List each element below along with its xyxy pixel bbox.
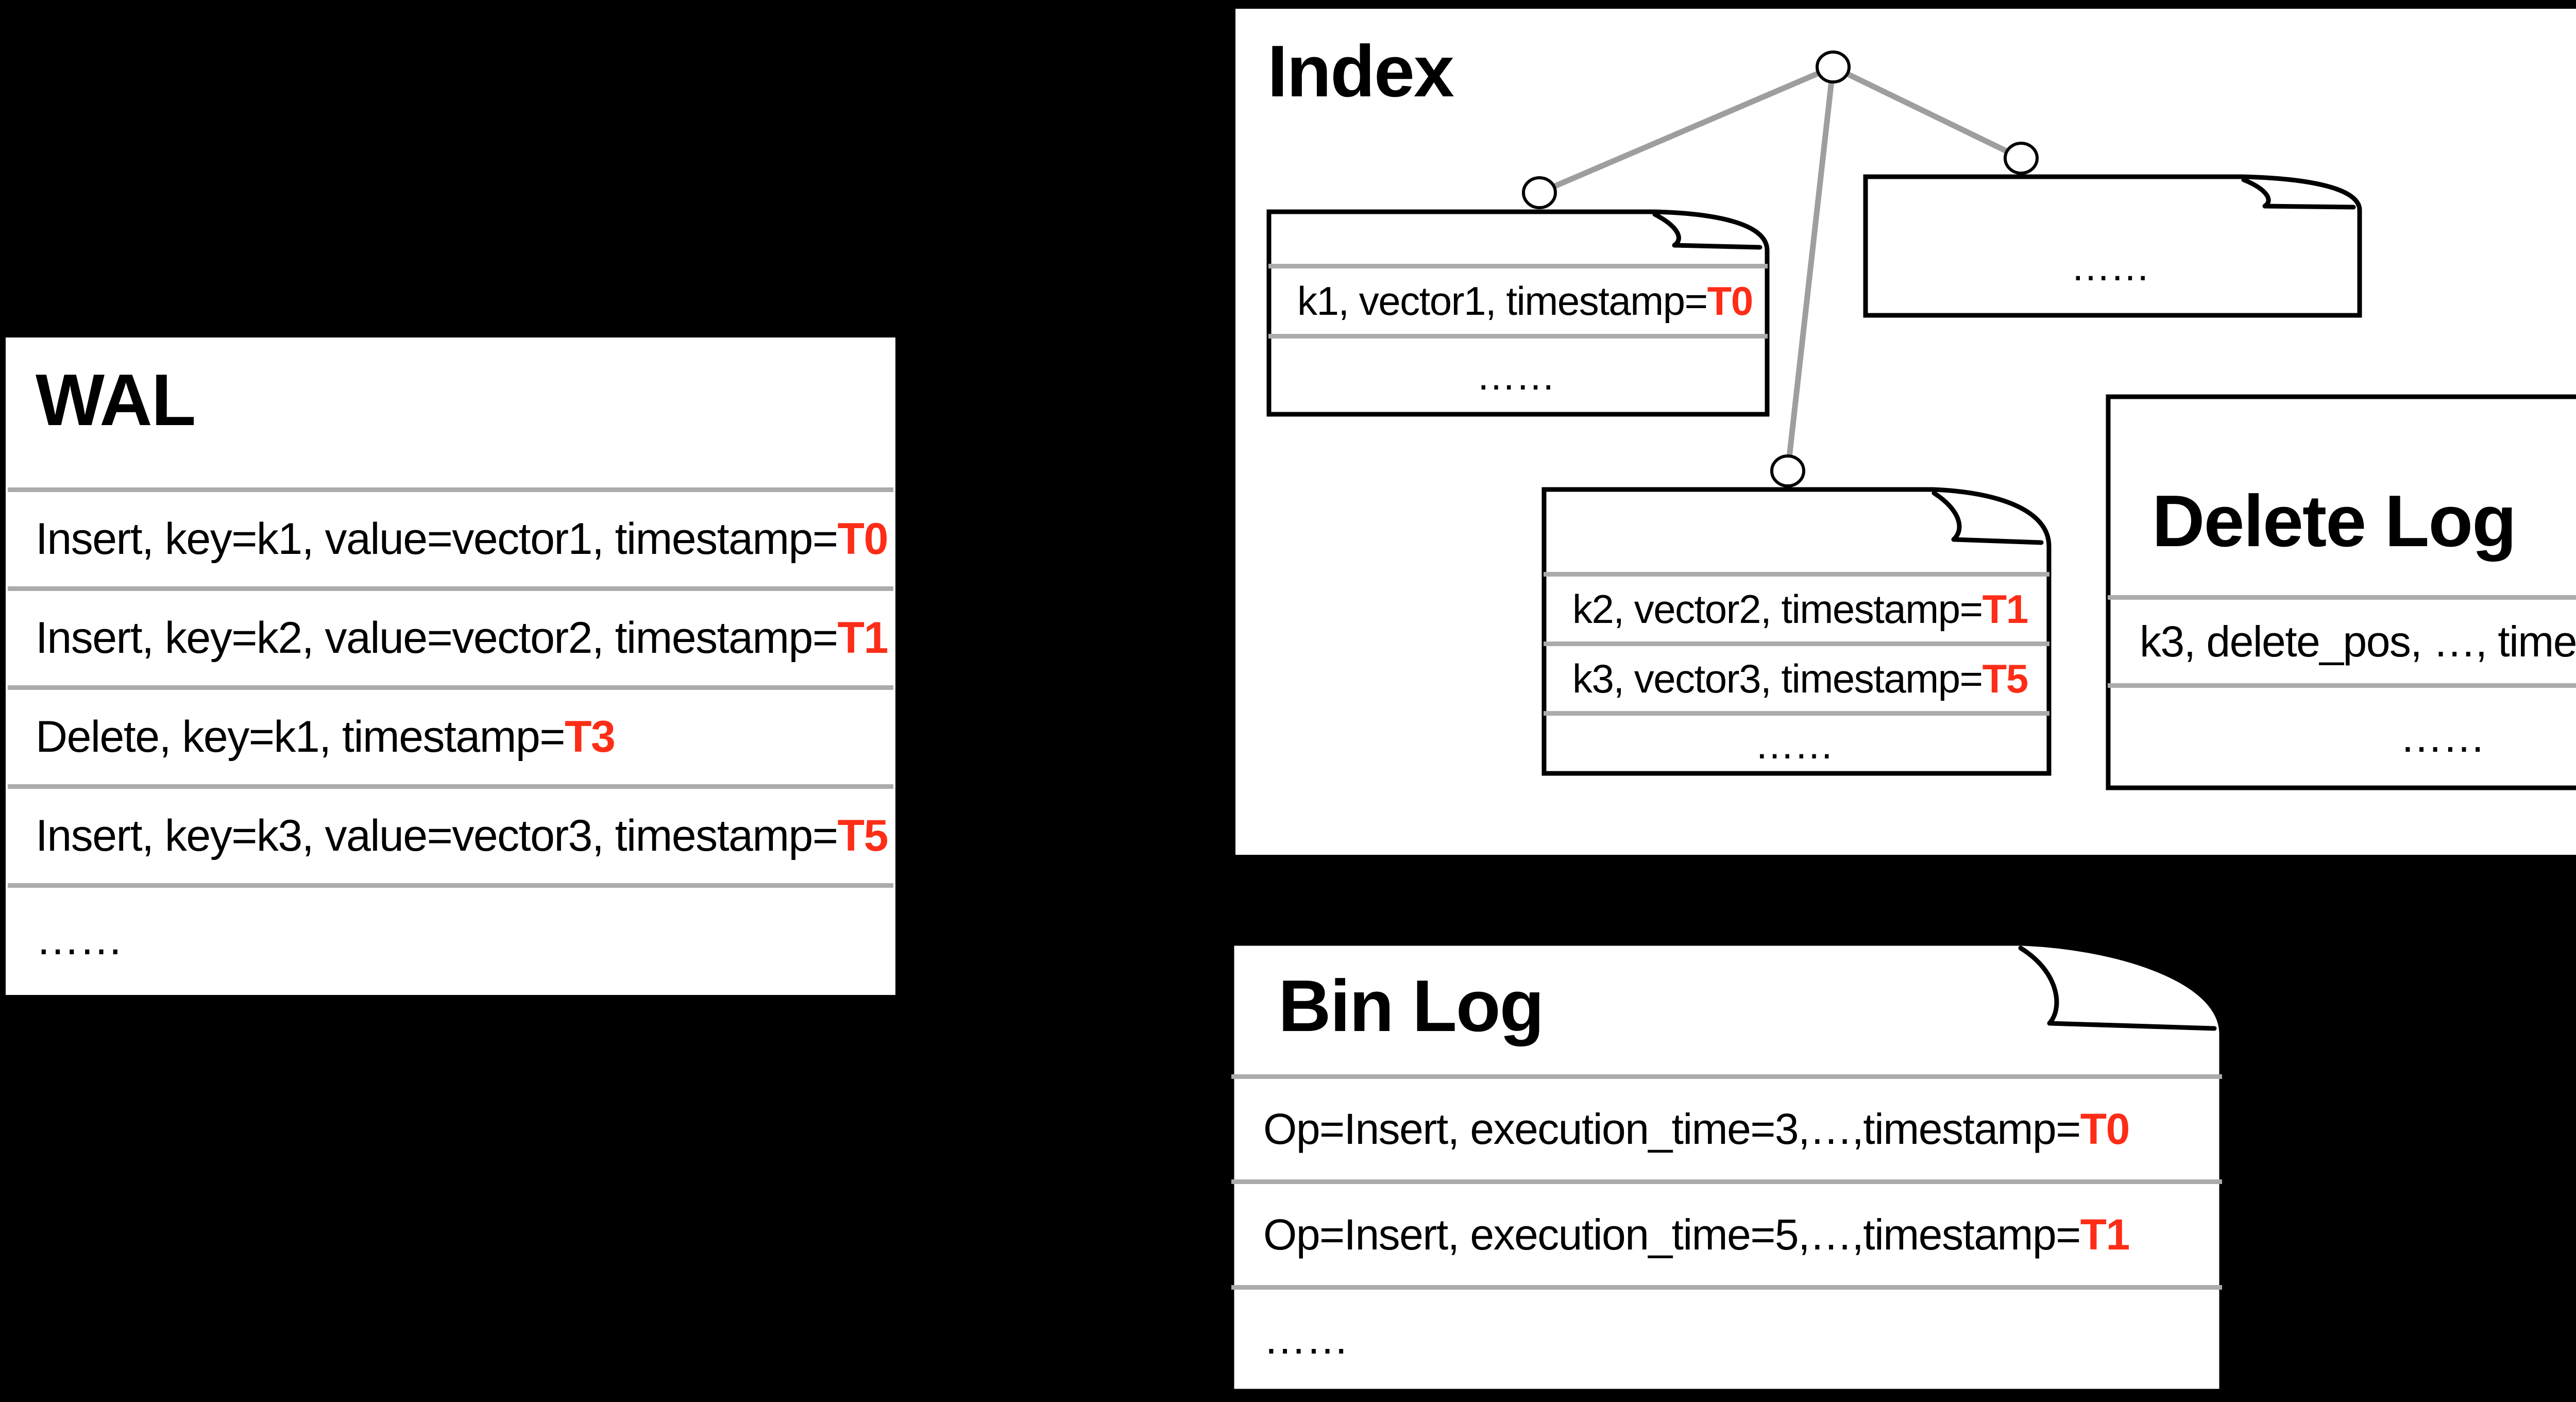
timestamp-value: T0	[2080, 1105, 2130, 1153]
row-text: ……	[1754, 721, 1835, 767]
row-separator	[8, 685, 893, 690]
index-title: Index	[1267, 30, 1454, 112]
folded-corner-icon	[2241, 177, 2356, 210]
wal-log-row: Insert, key=k1, value=vector1, timestamp…	[6, 492, 890, 586]
timestamp-value: T5	[1982, 655, 2029, 701]
row-separator	[1231, 1179, 2222, 1184]
row-text: ……	[1263, 1314, 1349, 1363]
row-text: ……	[36, 914, 124, 964]
wal-log-row: Insert, key=k3, value=vector3, timestamp…	[6, 789, 890, 883]
segment-doc-k2-k3: k2, vector2, timestamp=T1 k3, vector3, t…	[1541, 487, 2052, 776]
wal-log-row: Delete, key=k1, timestamp=T3	[6, 690, 890, 784]
timestamp-value: T1	[2080, 1210, 2130, 1259]
segment-doc-more: ……	[1863, 174, 2362, 318]
row-separator	[8, 784, 893, 789]
folded-corner-icon	[2018, 945, 2217, 1031]
row-separator	[2108, 683, 2576, 688]
row-separator	[1268, 334, 1768, 339]
row-text: Op=Insert, execution_time=5,…,timestamp=	[1263, 1210, 2081, 1259]
row-separator	[8, 586, 893, 591]
delete-log-title: Delete Log	[2152, 480, 2517, 562]
timestamp-value: T0	[837, 514, 889, 564]
row-separator	[1231, 1074, 2222, 1079]
row-text: k1, vector1, timestamp=	[1297, 278, 1708, 324]
row-text: Delete, key=k1, timestamp=	[36, 712, 565, 762]
row-text: k3, delete_pos, …, timestamp=	[2140, 617, 2576, 666]
wal-title: WAL	[36, 359, 196, 441]
bin-log-doc: Bin Log Op=Insert, execution_time=3,…,ti…	[1229, 941, 2224, 1394]
segment-row: k2, vector2, timestamp=T1	[1541, 577, 2046, 641]
row-separator	[2108, 595, 2576, 600]
ellipsis-row: ……	[1266, 339, 1765, 413]
row-text: k2, vector2, timestamp=	[1572, 586, 1983, 632]
document-shape	[1266, 209, 1770, 417]
bin-log-row: Op=Insert, execution_time=5,…,timestamp=…	[1229, 1184, 2219, 1285]
row-text: Insert, key=k2, value=vector2, timestamp…	[36, 613, 838, 663]
ellipsis-row: ……	[1229, 1290, 2219, 1388]
row-separator	[1544, 641, 2049, 646]
wal-panel: WAL Insert, key=k1, value=vector1, times…	[4, 335, 897, 997]
row-separator	[1231, 1285, 2222, 1290]
ellipsis-row: ……	[1541, 716, 2046, 773]
document-shape	[1229, 941, 2224, 1394]
wal-log-row: Insert, key=k2, value=vector2, timestamp…	[6, 591, 890, 685]
segment-row: k3, vector3, timestamp=T5	[1541, 646, 2046, 711]
timestamp-value: T3	[564, 712, 616, 762]
folded-corner-icon	[1931, 491, 2044, 545]
timestamp-value: T1	[837, 613, 889, 663]
timestamp-value: T0	[1707, 278, 1754, 324]
delete-log-doc: Delete Log k3, delete_pos, …, timestamp=…	[2106, 394, 2576, 790]
segment-row: k1, vector1, timestamp=T0	[1266, 268, 1765, 334]
row-text: k3, vector3, timestamp=	[1572, 655, 1983, 701]
bin-log-title: Bin Log	[1278, 965, 1544, 1047]
row-text: ……	[2400, 712, 2486, 761]
delete-log-row: k3, delete_pos, …, timestamp=T3	[2106, 600, 2576, 683]
document-shape	[2106, 394, 2576, 790]
bin-log-row: Op=Insert, execution_time=3,…,timestamp=…	[1229, 1079, 2219, 1179]
ellipsis-row: ……	[1863, 215, 2357, 318]
row-text: Op=Insert, execution_time=3,…,timestamp=	[1263, 1105, 2081, 1153]
timestamp-value: T5	[837, 811, 889, 860]
folded-corner-icon	[1652, 212, 1762, 250]
document-shape	[1541, 487, 2052, 776]
timestamp-value: T1	[1982, 586, 2029, 632]
row-text: Insert, key=k1, value=vector1, timestamp…	[36, 514, 838, 564]
segment-doc-k1: k1, vector1, timestamp=T0 ……	[1266, 209, 1770, 417]
row-text: ……	[2071, 244, 2150, 289]
row-separator	[8, 487, 893, 492]
document-shape	[1863, 174, 2362, 318]
wal-ellipsis-row: ……	[6, 888, 890, 991]
row-text: Insert, key=k3, value=vector3, timestamp…	[36, 811, 838, 860]
ellipsis-row: ……	[2106, 688, 2576, 786]
row-separator	[1268, 264, 1768, 268]
row-text: ……	[1476, 353, 1556, 398]
row-separator	[1544, 711, 2049, 716]
row-separator	[1544, 572, 2049, 577]
row-separator	[8, 883, 893, 888]
